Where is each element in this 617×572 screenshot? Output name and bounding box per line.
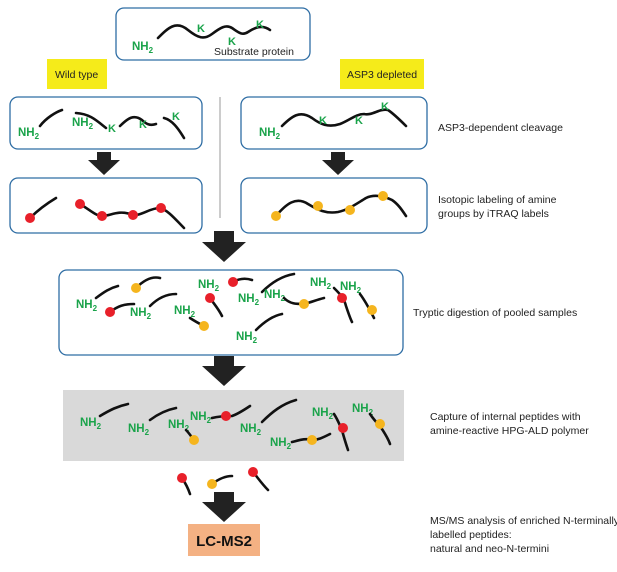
step-msms-line3: natural and neo-N-termini	[430, 543, 549, 555]
wt-cleavage-nh2-1: NH2	[18, 127, 40, 141]
substrate-k1: K	[197, 23, 205, 35]
digestion-peptide-12	[254, 312, 284, 332]
substrate-nh2: NH2	[132, 41, 154, 55]
step-msms-line2: labelled peptides:	[430, 529, 512, 541]
digestion-nh2-1: NH2	[76, 299, 98, 313]
capture-yellow-dot-2	[307, 435, 317, 445]
digestion-peptide-11	[358, 292, 376, 320]
capture-nh2-5: NH2	[240, 423, 262, 437]
capture-peptide-2	[148, 406, 178, 422]
digestion-nh2-7: NH2	[310, 277, 332, 291]
step-capture-line2: amine-reactive HPG-ALD polymer	[430, 425, 589, 437]
capture-red-dot-2	[338, 423, 348, 433]
substrate-label: Substrate protein	[214, 46, 294, 58]
substrate-k2: K	[228, 36, 236, 48]
asp3-cleavage-k3: K	[381, 101, 389, 113]
wt-cleavage-fragment-3	[118, 115, 158, 128]
substrate-k3: K	[256, 19, 264, 31]
arrow-down-capture	[202, 356, 246, 386]
step-digestion-label: Tryptic digestion of pooled samples	[413, 307, 577, 319]
digestion-yellow-dot-4	[367, 305, 377, 315]
wt-cleavage-fragment-4	[162, 116, 186, 140]
wt-cleavage-k2: K	[139, 119, 147, 131]
digestion-red-dot-4	[337, 293, 347, 303]
wt-cleavage-fragment-1	[38, 108, 64, 128]
asp3-cleavage-nh2: NH2	[259, 127, 281, 141]
arrow-down-pool	[202, 231, 246, 262]
capture-nh2-6: NH2	[270, 437, 292, 451]
asp3-labeling-yellow-dot-1	[271, 211, 281, 221]
wt-labeling-red-dot-2	[75, 199, 85, 209]
capture-nh2-3: NH2	[168, 419, 190, 433]
lcms-label: LC-MS2	[196, 533, 252, 550]
asp3-cleavage-box	[240, 96, 428, 150]
capture-box	[63, 390, 404, 461]
wt-labeling-red-dot-4	[128, 210, 138, 220]
digestion-red-dot-1	[105, 307, 115, 317]
lcms-box	[188, 524, 260, 556]
capture-peptide-1	[98, 402, 130, 418]
arrow-down-wt-1	[88, 152, 120, 175]
wt-cleavage-k3: K	[172, 111, 180, 123]
wt-labeling-red-dot-5	[156, 203, 166, 213]
wild-type-label: Wild type	[55, 69, 98, 81]
step-msms-line1: MS/MS analysis of enriched N-terminally	[430, 515, 617, 527]
wt-cleavage-box	[9, 96, 203, 150]
capture-peptide-5	[260, 398, 298, 424]
digestion-nh2-9: NH2	[236, 331, 258, 345]
step-capture-line1: Capture of internal peptides with	[430, 411, 581, 423]
asp3-cleavage-k1: K	[319, 115, 327, 127]
capture-yellow-dot-3	[375, 419, 385, 429]
digestion-peptide-1	[94, 284, 120, 300]
arrow-down-lcms	[202, 492, 246, 522]
wild-type-tag	[47, 59, 107, 89]
asp3-depleted-tag	[340, 59, 424, 89]
asp3-labeling-yellow-dot-4	[378, 191, 388, 201]
wt-cleavage-k1: K	[108, 123, 116, 135]
digestion-peptide-8	[260, 272, 296, 294]
digestion-red-dot-2	[205, 293, 215, 303]
wt-cleavage-nh2-2: NH2	[72, 117, 94, 131]
digestion-red-dot-3	[228, 277, 238, 287]
substrate-strand	[156, 24, 272, 40]
asp3-cleavage-k2: K	[355, 115, 363, 127]
wt-cleavage-fragment-2	[74, 111, 108, 130]
digestion-nh2-3: NH2	[174, 305, 196, 319]
capture-nh2-1: NH2	[80, 417, 102, 431]
step-cleavage-label: ASP3-dependent cleavage	[438, 122, 563, 134]
released-red-dot-2	[248, 467, 258, 477]
digestion-yellow-dot-3	[299, 299, 309, 309]
capture-nh2-7: NH2	[312, 407, 334, 421]
asp3-labeling-yellow-dot-2	[313, 201, 323, 211]
capture-nh2-2: NH2	[128, 423, 150, 437]
wt-labeling-red-dot-1	[25, 213, 35, 223]
wt-labeling-box	[9, 177, 203, 234]
asp3-depleted-label: ASP3 depleted	[347, 69, 417, 81]
released-yellow-dot-1	[207, 479, 217, 489]
wt-labeling-red-dot-3	[97, 211, 107, 221]
capture-yellow-dot-1	[189, 435, 199, 445]
step-labeling-line1: Isotopic labeling of amine	[438, 194, 557, 206]
digestion-nh2-5: NH2	[238, 293, 260, 307]
capture-red-dot-1	[221, 411, 231, 421]
digestion-peptide-10	[332, 286, 354, 324]
capture-peptide-4	[210, 404, 252, 420]
released-red-dot-1	[177, 473, 187, 483]
asp3-cleavage-strand	[280, 108, 408, 128]
digestion-nh2-4: NH2	[198, 279, 220, 293]
capture-nh2-4: NH2	[190, 411, 212, 425]
arrow-down-asp3-1	[322, 152, 354, 175]
digestion-nh2-8: NH2	[340, 281, 362, 295]
digestion-yellow-dot-2	[199, 321, 209, 331]
digestion-nh2-2: NH2	[130, 307, 152, 321]
capture-nh2-8: NH2	[352, 403, 374, 417]
digestion-box	[58, 269, 404, 356]
step-labeling-line2: groups by iTRAQ labels	[438, 208, 549, 220]
digestion-peptide-4	[148, 292, 178, 308]
asp3-labeling-yellow-dot-3	[345, 205, 355, 215]
digestion-yellow-dot-1	[131, 283, 141, 293]
